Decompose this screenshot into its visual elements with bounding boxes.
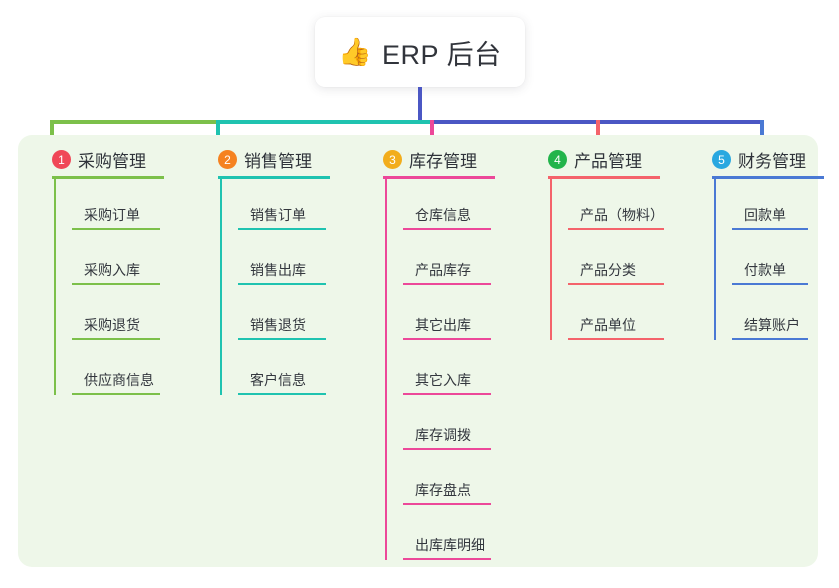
- branch-title-1: 采购管理: [78, 152, 146, 171]
- sub-item-underline: [403, 448, 491, 450]
- branch-badge-4: 4: [548, 150, 567, 169]
- branch-2-item-2[interactable]: 销售出库: [238, 251, 346, 285]
- branch-4-item-3[interactable]: 产品单位: [568, 306, 684, 340]
- branch-5-item-2[interactable]: 付款单: [732, 251, 828, 285]
- sub-item-underline: [72, 228, 160, 230]
- branch-underline-5: [712, 176, 824, 179]
- branch-spine-1: [54, 176, 56, 395]
- branch-title-3: 库存管理: [409, 152, 477, 171]
- branch-header-1[interactable]: 1 采购管理: [52, 147, 146, 172]
- sub-item-underline: [403, 338, 491, 340]
- branch-2-item-3[interactable]: 销售退货: [238, 306, 346, 340]
- branch-5-item-1[interactable]: 回款单: [732, 196, 828, 230]
- sub-item-underline: [568, 283, 664, 285]
- sub-item-underline: [568, 338, 664, 340]
- branch-3-item-1[interactable]: 仓库信息: [403, 196, 511, 230]
- branches-panel: [18, 135, 818, 567]
- sub-item-underline: [403, 283, 491, 285]
- branch-badge-5: 5: [712, 150, 731, 169]
- branch-underline-4: [548, 176, 660, 179]
- sub-item-label: 其它入库: [415, 372, 471, 388]
- sub-item-label: 回款单: [744, 207, 786, 223]
- sub-item-underline: [568, 228, 664, 230]
- sub-item-underline: [403, 393, 491, 395]
- sub-item-underline: [238, 393, 326, 395]
- bus-segment-1: [50, 120, 220, 124]
- root-stem-connector: [418, 87, 422, 124]
- branch-underline-1: [52, 176, 164, 179]
- branch-badge-3: 3: [383, 150, 402, 169]
- branch-underline-3: [383, 176, 495, 179]
- sub-item-label: 销售退货: [250, 317, 306, 333]
- sub-item-underline: [72, 283, 160, 285]
- sub-item-label: 产品分类: [580, 262, 636, 278]
- sub-item-label: 采购退货: [84, 317, 140, 333]
- branch-title-4: 产品管理: [574, 152, 642, 171]
- branch-title-2: 销售管理: [244, 152, 312, 171]
- branch-1-item-3[interactable]: 采购退货: [72, 306, 180, 340]
- branch-2-item-1[interactable]: 销售订单: [238, 196, 346, 230]
- branch-3-item-2[interactable]: 产品库存: [403, 251, 511, 285]
- branch-header-4[interactable]: 4 产品管理: [548, 147, 642, 172]
- branch-title-5: 财务管理: [738, 152, 806, 171]
- branch-5-item-3[interactable]: 结算账户: [732, 306, 828, 340]
- bus-segment-4: [596, 120, 764, 124]
- sub-item-label: 产品单位: [580, 317, 636, 333]
- sub-item-underline: [238, 283, 326, 285]
- sub-item-underline: [72, 393, 160, 395]
- sub-item-underline: [72, 338, 160, 340]
- branch-badge-1: 1: [52, 150, 71, 169]
- sub-item-underline: [403, 503, 491, 505]
- sub-item-label: 采购入库: [84, 262, 140, 278]
- sub-item-label: 库存调拨: [415, 427, 471, 443]
- branch-3-item-4[interactable]: 其它入库: [403, 361, 511, 395]
- sub-item-underline: [238, 228, 326, 230]
- branch-underline-2: [218, 176, 330, 179]
- sub-item-label: 结算账户: [744, 317, 800, 333]
- sub-item-label: 付款单: [744, 262, 786, 278]
- bus-segment-2: [216, 120, 434, 124]
- sub-item-label: 产品（物料）: [580, 207, 664, 223]
- branch-spine-5: [714, 176, 716, 340]
- sub-item-label: 销售出库: [250, 262, 306, 278]
- branch-badge-2: 2: [218, 150, 237, 169]
- sub-item-underline: [732, 283, 808, 285]
- branch-4-item-1[interactable]: 产品（物料）: [568, 196, 684, 230]
- root-node-title: ERP 后台: [382, 39, 502, 70]
- branch-header-2[interactable]: 2 销售管理: [218, 147, 312, 172]
- sub-item-underline: [732, 338, 808, 340]
- branch-1-item-2[interactable]: 采购入库: [72, 251, 180, 285]
- sub-item-underline: [403, 558, 491, 560]
- sub-item-label: 销售订单: [250, 207, 306, 223]
- sub-item-underline: [238, 338, 326, 340]
- root-node-card[interactable]: 👍 ERP 后台: [315, 17, 525, 87]
- sub-item-label: 供应商信息: [84, 372, 154, 388]
- bus-segment-3: [430, 120, 600, 124]
- branch-3-item-3[interactable]: 其它出库: [403, 306, 511, 340]
- branch-4-item-2[interactable]: 产品分类: [568, 251, 684, 285]
- branch-1-item-4[interactable]: 供应商信息: [72, 361, 180, 395]
- branch-1-item-1[interactable]: 采购订单: [72, 196, 180, 230]
- branch-spine-3: [385, 176, 387, 560]
- sub-item-label: 采购订单: [84, 207, 140, 223]
- branch-spine-2: [220, 176, 222, 395]
- sub-item-underline: [732, 228, 808, 230]
- sub-item-label: 仓库信息: [415, 207, 471, 223]
- thumbs-up-icon: 👍: [338, 36, 373, 67]
- sub-item-label: 出库库明细: [415, 537, 485, 553]
- branch-spine-4: [550, 176, 552, 340]
- branch-2-item-4[interactable]: 客户信息: [238, 361, 346, 395]
- branch-3-item-6[interactable]: 库存盘点: [403, 471, 511, 505]
- branch-header-3[interactable]: 3 库存管理: [383, 147, 477, 172]
- sub-item-label: 库存盘点: [415, 482, 471, 498]
- branch-3-item-5[interactable]: 库存调拨: [403, 416, 511, 450]
- sub-item-label: 其它出库: [415, 317, 471, 333]
- branch-3-item-7[interactable]: 出库库明细: [403, 526, 511, 560]
- branch-header-5[interactable]: 5 财务管理: [712, 147, 806, 172]
- sub-item-label: 产品库存: [415, 262, 471, 278]
- sub-item-underline: [403, 228, 491, 230]
- sub-item-label: 客户信息: [250, 372, 306, 388]
